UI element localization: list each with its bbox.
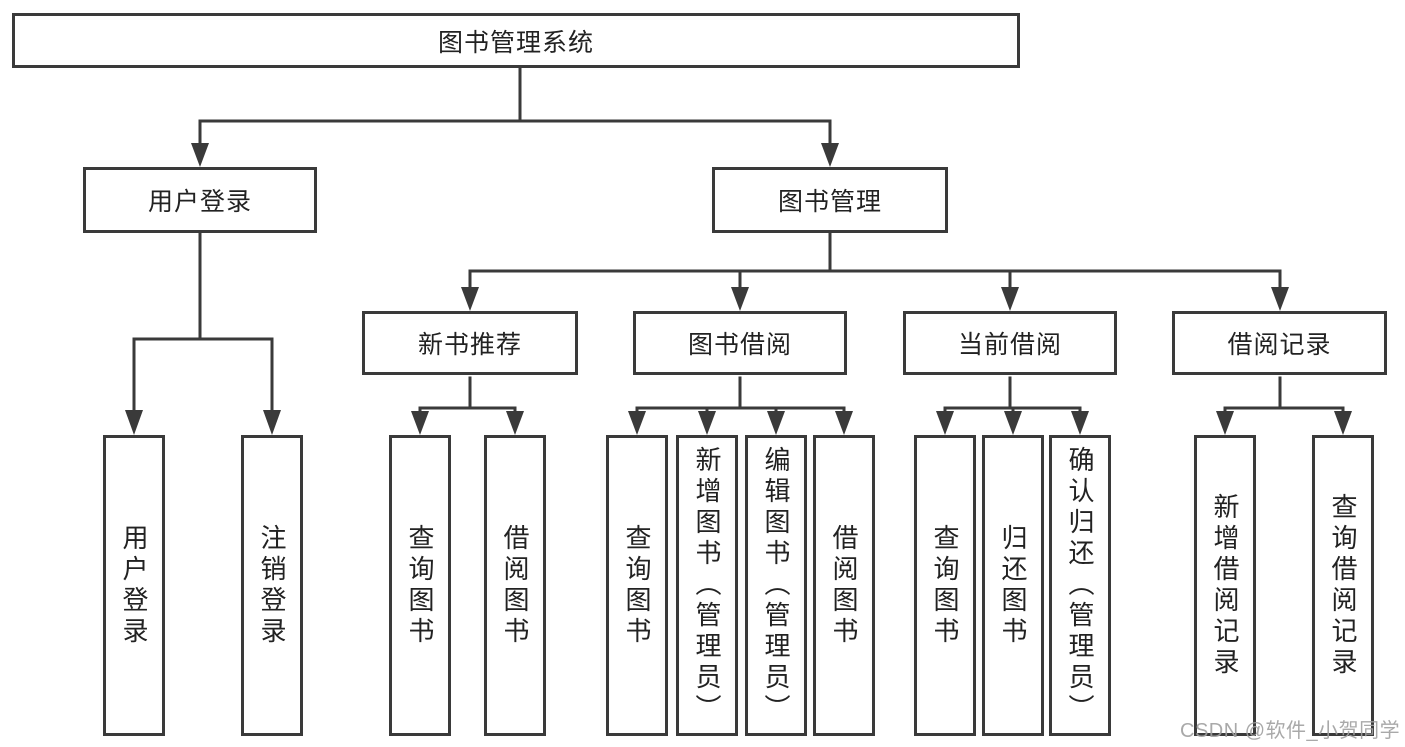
connector-newbook-to-leaves bbox=[418, 376, 517, 414]
node-root-system: 图书管理系统 bbox=[12, 13, 1020, 68]
leaf-borrow-books-recommend: 借阅图书 bbox=[484, 435, 546, 736]
leaf-user-login: 用户登录 bbox=[103, 435, 165, 736]
node-new-book-recommend: 新书推荐 bbox=[362, 311, 578, 375]
connector-bookmgmt-to-level3 bbox=[468, 231, 1282, 290]
leaf-borrow-books: 借阅图书 bbox=[813, 435, 875, 736]
node-user-login: 用户登录 bbox=[83, 167, 317, 233]
node-borrow-record: 借阅记录 bbox=[1172, 311, 1387, 375]
leaf-add-books-admin: 新增图书（管理员） bbox=[676, 435, 738, 736]
watermark-text: CSDN @软件_小贺同学 bbox=[1180, 720, 1401, 742]
connector-bookborrow-to-leaves bbox=[635, 376, 846, 414]
connector-root-to-level2 bbox=[198, 66, 832, 147]
leaf-edit-books-admin: 编辑图书（管理员） bbox=[745, 435, 807, 736]
leaf-query-books-current: 查询图书 bbox=[914, 435, 976, 736]
leaf-return-books: 归还图书 bbox=[982, 435, 1044, 736]
connector-currentborrow-to-leaves bbox=[943, 376, 1082, 414]
leaf-query-books-borrow: 查询图书 bbox=[606, 435, 668, 736]
leaf-logout: 注销登录 bbox=[241, 435, 303, 736]
leaf-query-borrow-record: 查询借阅记录 bbox=[1312, 435, 1374, 736]
leaf-add-borrow-record: 新增借阅记录 bbox=[1194, 435, 1256, 736]
connector-userlogin-to-leaves bbox=[132, 231, 274, 413]
connector-borrowrecord-to-leaves bbox=[1223, 376, 1345, 414]
leaf-query-books-recommend: 查询图书 bbox=[389, 435, 451, 736]
node-current-borrow: 当前借阅 bbox=[903, 311, 1117, 375]
leaf-confirm-return-admin: 确认归还（管理员） bbox=[1049, 435, 1111, 736]
arrowheads bbox=[125, 143, 1352, 435]
node-book-borrow: 图书借阅 bbox=[633, 311, 847, 375]
node-book-management: 图书管理 bbox=[712, 167, 948, 233]
